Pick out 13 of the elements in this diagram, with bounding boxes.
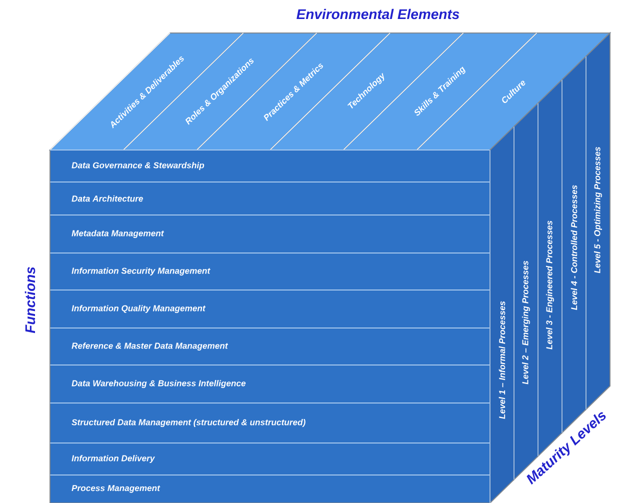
function-band: Information Quality Management [50,290,490,328]
function-band: Information Delivery [50,442,490,476]
function-band: Metadata Management [50,214,490,254]
function-band: Data Architecture [50,182,490,216]
function-band: Reference & Master Data Management [50,328,490,366]
function-band: Data Governance & Stewardship [50,150,490,182]
function-band: Process Management [50,474,490,503]
axis-title: Functions [24,267,36,334]
axis-title: Environmental Elements [296,8,460,20]
function-band: Information Security Management [50,252,490,290]
level-band: Level 1 – Informal Processes [490,125,514,503]
function-band: Data Warehousing & Business Intelligence [50,364,490,404]
function-band: Structured Data Management (structured & unstructured) [50,402,490,444]
